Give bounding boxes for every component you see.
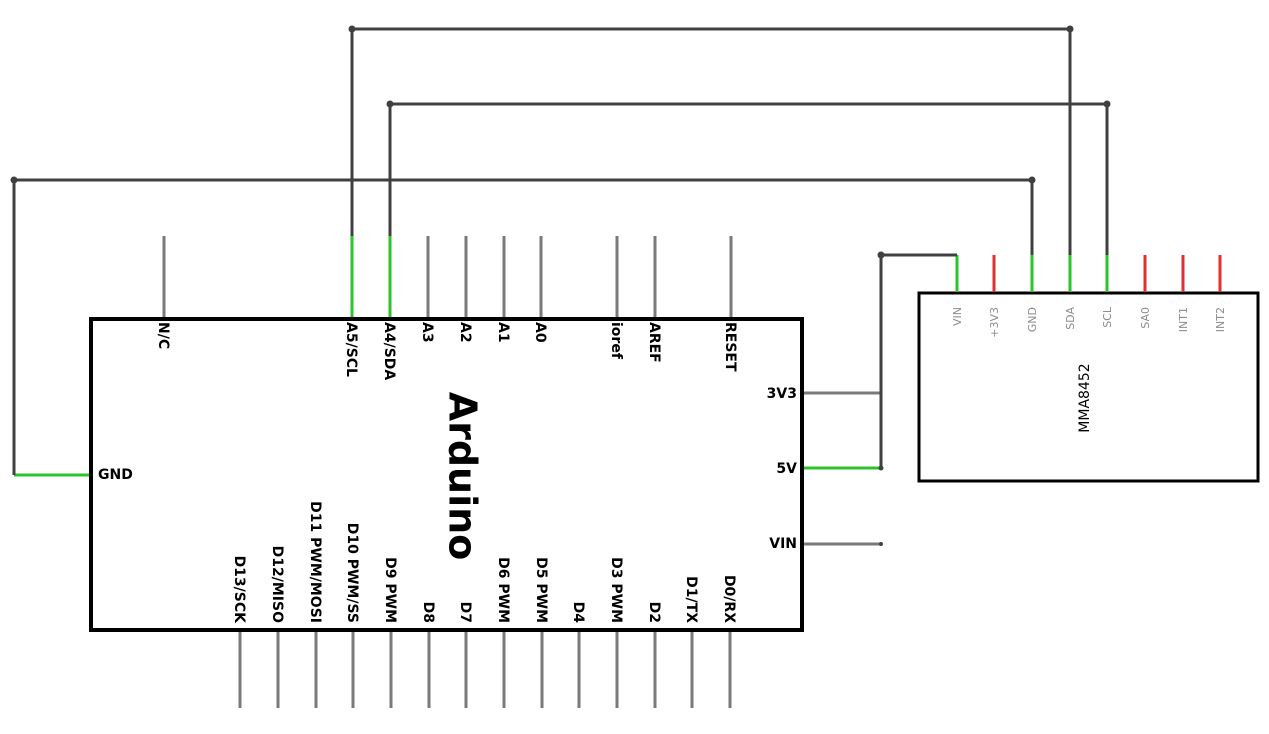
sensor-pin-labels: VIN +3V3 GND SDA SCL SA0 INT1 INT2 [951, 306, 1227, 338]
pin-label-aref: AREF [646, 322, 662, 363]
junction-dot [879, 542, 883, 546]
arduino-top-pin-stubs [162, 236, 733, 317]
pin-label-a1: A1 [495, 322, 511, 343]
pin-label-nc: N/C [155, 322, 171, 349]
pin-label-d8: D8 [420, 602, 436, 623]
sensor-pin-stubs [955, 255, 1222, 292]
pin-label-d5: D5 PWM [533, 557, 549, 623]
junction-dot [348, 25, 356, 33]
sensor-label-sda: SDA [1064, 307, 1077, 330]
junction-dot [878, 465, 884, 471]
pin-label-vin-right: VIN [769, 536, 797, 552]
junction-dot [877, 251, 885, 259]
arduino-bottom-pin-stubs [238, 632, 732, 708]
wires [12, 27, 1109, 475]
junction-dot [10, 176, 18, 184]
pin-label-d0: D0/RX [721, 575, 737, 623]
sensor-label-int1: INT1 [1177, 307, 1190, 332]
pin-label-d4: D4 [570, 602, 586, 624]
pin-label-a2: A2 [457, 322, 473, 343]
pin-label-gnd-left: GND [98, 467, 133, 483]
wire-sda [388, 102, 1109, 255]
pin-label-d3: D3 PWM [608, 557, 624, 623]
pin-label-d13: D13/SCK [231, 556, 247, 625]
pin-label-d10: D10 PWM/SS [344, 523, 360, 623]
pin-label-reset: RESET [722, 322, 738, 372]
arduino-board [89, 317, 804, 632]
arduino-bottom-pin-labels: D13/SCK D12/MISO D11 PWM/MOSI D10 PWM/SS… [231, 501, 737, 624]
sensor-label-3v3: +3V3 [988, 307, 1001, 338]
sensor-label-int2: INT2 [1214, 307, 1227, 332]
wire-gnd [12, 178, 1034, 475]
pin-label-5v: 5V [776, 461, 797, 477]
pin-label-d6: D6 PWM [495, 557, 511, 623]
pin-label-a4-sda: A4/SDA [381, 322, 397, 380]
pin-label-d1: D1/TX [683, 576, 699, 623]
pin-label-a5-scl: A5/SCL [343, 322, 359, 377]
junction-dot [1066, 25, 1074, 33]
junction-dot [386, 100, 394, 108]
arduino-title: Arduino [441, 392, 485, 561]
pin-label-d11: D11 PWM/MOSI [307, 501, 323, 623]
pin-label-d7: D7 [457, 602, 473, 623]
sensor-label-vin: VIN [951, 307, 964, 326]
arduino-top-pin-labels: N/C A5/SCL A4/SDA A3 A2 A1 A0 ioref AREF… [155, 322, 738, 380]
sensor-board [917, 291, 1260, 483]
wire-scl [350, 27, 1072, 255]
junction-dot [1028, 176, 1036, 184]
pin-label-a3: A3 [419, 322, 435, 343]
pin-label-ioref: ioref [608, 322, 624, 360]
pin-label-3v3: 3V3 [767, 386, 797, 402]
junction-dot [1103, 100, 1111, 108]
sensor-label-gnd: GND [1026, 307, 1039, 332]
wire-junctions [10, 25, 1111, 546]
pin-label-d12: D12/MISO [269, 546, 285, 623]
pin-label-a0: A0 [532, 322, 548, 343]
sensor-label-scl: SCL [1101, 306, 1114, 328]
sensor-label-sa0: SA0 [1139, 307, 1152, 329]
pin-label-d9: D9 PWM [382, 557, 398, 623]
sensor-title: MMA8452 [1077, 363, 1093, 432]
pin-label-d2: D2 [646, 602, 662, 623]
